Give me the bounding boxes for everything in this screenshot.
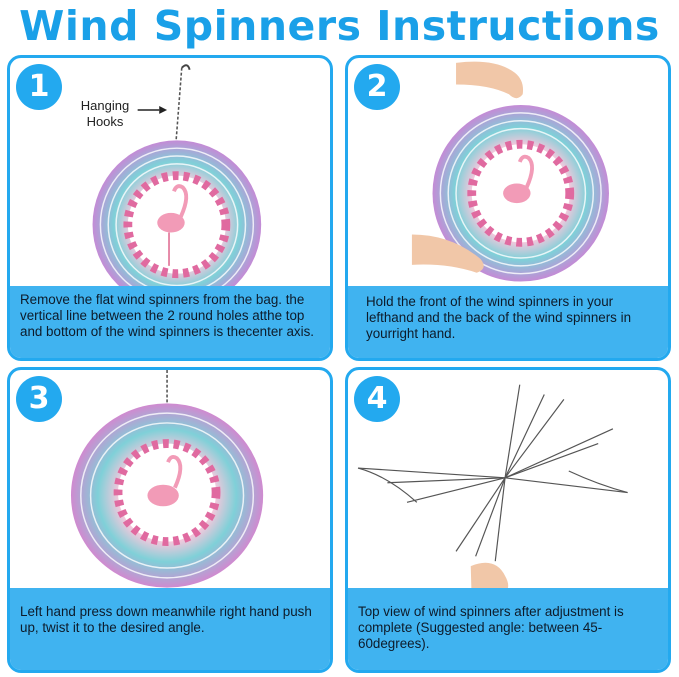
- hanging-hooks-label: Hanging Hooks: [80, 98, 130, 129]
- bottom-hand: [411, 234, 484, 273]
- page-title: Wind Spinners Instructions: [19, 2, 660, 50]
- step-3-panel: 3 Left hand press down meanwhile right h…: [7, 367, 333, 673]
- wind-spinner-graphic: [92, 140, 262, 309]
- step-4-panel: 4 Top view of wind spinners after adjust…: [345, 367, 671, 673]
- step-3-caption: Left hand press down meanwhile right han…: [10, 588, 330, 670]
- twisted-spinner-illustration: [70, 370, 264, 588]
- top-hand: [456, 61, 524, 99]
- step-number-badge: 1: [16, 64, 62, 110]
- wind-spinner-graphic: [432, 105, 609, 282]
- step-number-badge: 2: [354, 64, 400, 110]
- step-2-caption: Hold the front of the wind spinners in y…: [348, 286, 668, 358]
- spinner-wire-top-view: [357, 384, 628, 562]
- step-2-panel: 2 Hold the front of the wind spinners in…: [345, 55, 671, 361]
- step-number-badge: 3: [16, 376, 62, 422]
- step-number-badge: 4: [354, 376, 400, 422]
- step-1-caption: Remove the flat wind spinners from the b…: [10, 286, 330, 358]
- step-1-panel: 1 Hanging Hooks Remove th: [7, 55, 333, 361]
- spinner-with-hook-illustration: [92, 64, 262, 309]
- step-4-caption: Top view of wind spinners after adjustme…: [348, 588, 668, 670]
- wind-spinner-graphic: [70, 403, 264, 588]
- hands-holding-spinner-illustration: [411, 61, 609, 282]
